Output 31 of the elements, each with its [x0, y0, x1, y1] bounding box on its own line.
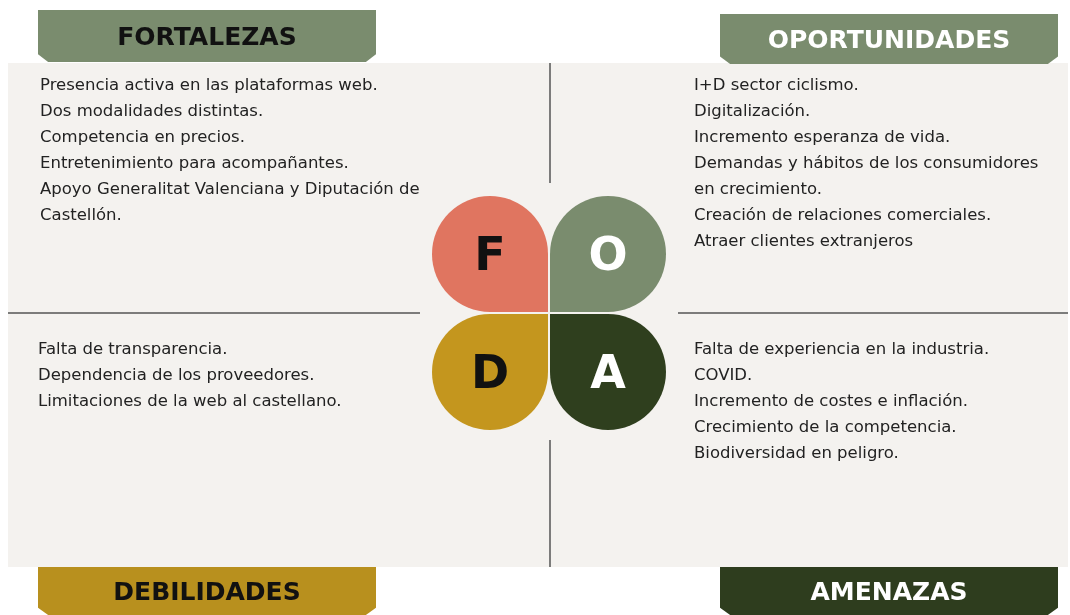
letter: O — [588, 227, 628, 281]
heading-band — [720, 567, 1058, 615]
list-item: Incremento de costes e inflación. — [694, 390, 969, 412]
heading-band — [38, 567, 376, 615]
list-item: Limitaciones de la web al castellano. — [38, 390, 343, 412]
list-item: Incremento esperanza de vida. — [694, 126, 952, 148]
heading-band — [720, 14, 1058, 64]
heading: DEBILIDADES — [113, 576, 301, 606]
heading-band — [38, 10, 376, 62]
list-item: Competencia en precios. — [40, 126, 246, 148]
list-item: Presencia activa en las plataformas web. — [40, 74, 379, 96]
heading: OPORTUNIDADES — [767, 24, 1011, 54]
list-item: Falta de transparencia. — [38, 338, 229, 360]
letter: F — [474, 227, 506, 281]
list-item: Atraer clientes extranjeros — [694, 230, 915, 252]
list-item: Digitalización. — [694, 100, 812, 122]
heading: FORTALEZAS — [117, 21, 297, 51]
list-item: Dos modalidades distintas. — [40, 100, 265, 122]
list-item: COVID. — [694, 364, 754, 386]
list-item: Apoyo Generalitat Valenciana y Diputación de Castellón. — [40, 178, 421, 226]
list-item: Biodiversidad en peligro. — [694, 442, 900, 464]
list-item: Creación de relaciones comerciales. — [694, 204, 993, 226]
letter: A — [590, 345, 626, 399]
list-item: Crecimiento de la competencia. — [694, 416, 958, 438]
list-item: I+D sector ciclismo. — [694, 74, 860, 96]
heading: AMENAZAS — [810, 576, 968, 606]
list-item: Dependencia de los proveedores. — [38, 364, 316, 386]
list-item: Falta de experiencia en la industria. — [694, 338, 991, 360]
list-item: Demandas y hábitos de los consumidores en crecimiento. — [694, 152, 1040, 200]
letter: D — [470, 345, 510, 399]
list-item: Entretenimiento para acompañantes. — [40, 152, 350, 174]
